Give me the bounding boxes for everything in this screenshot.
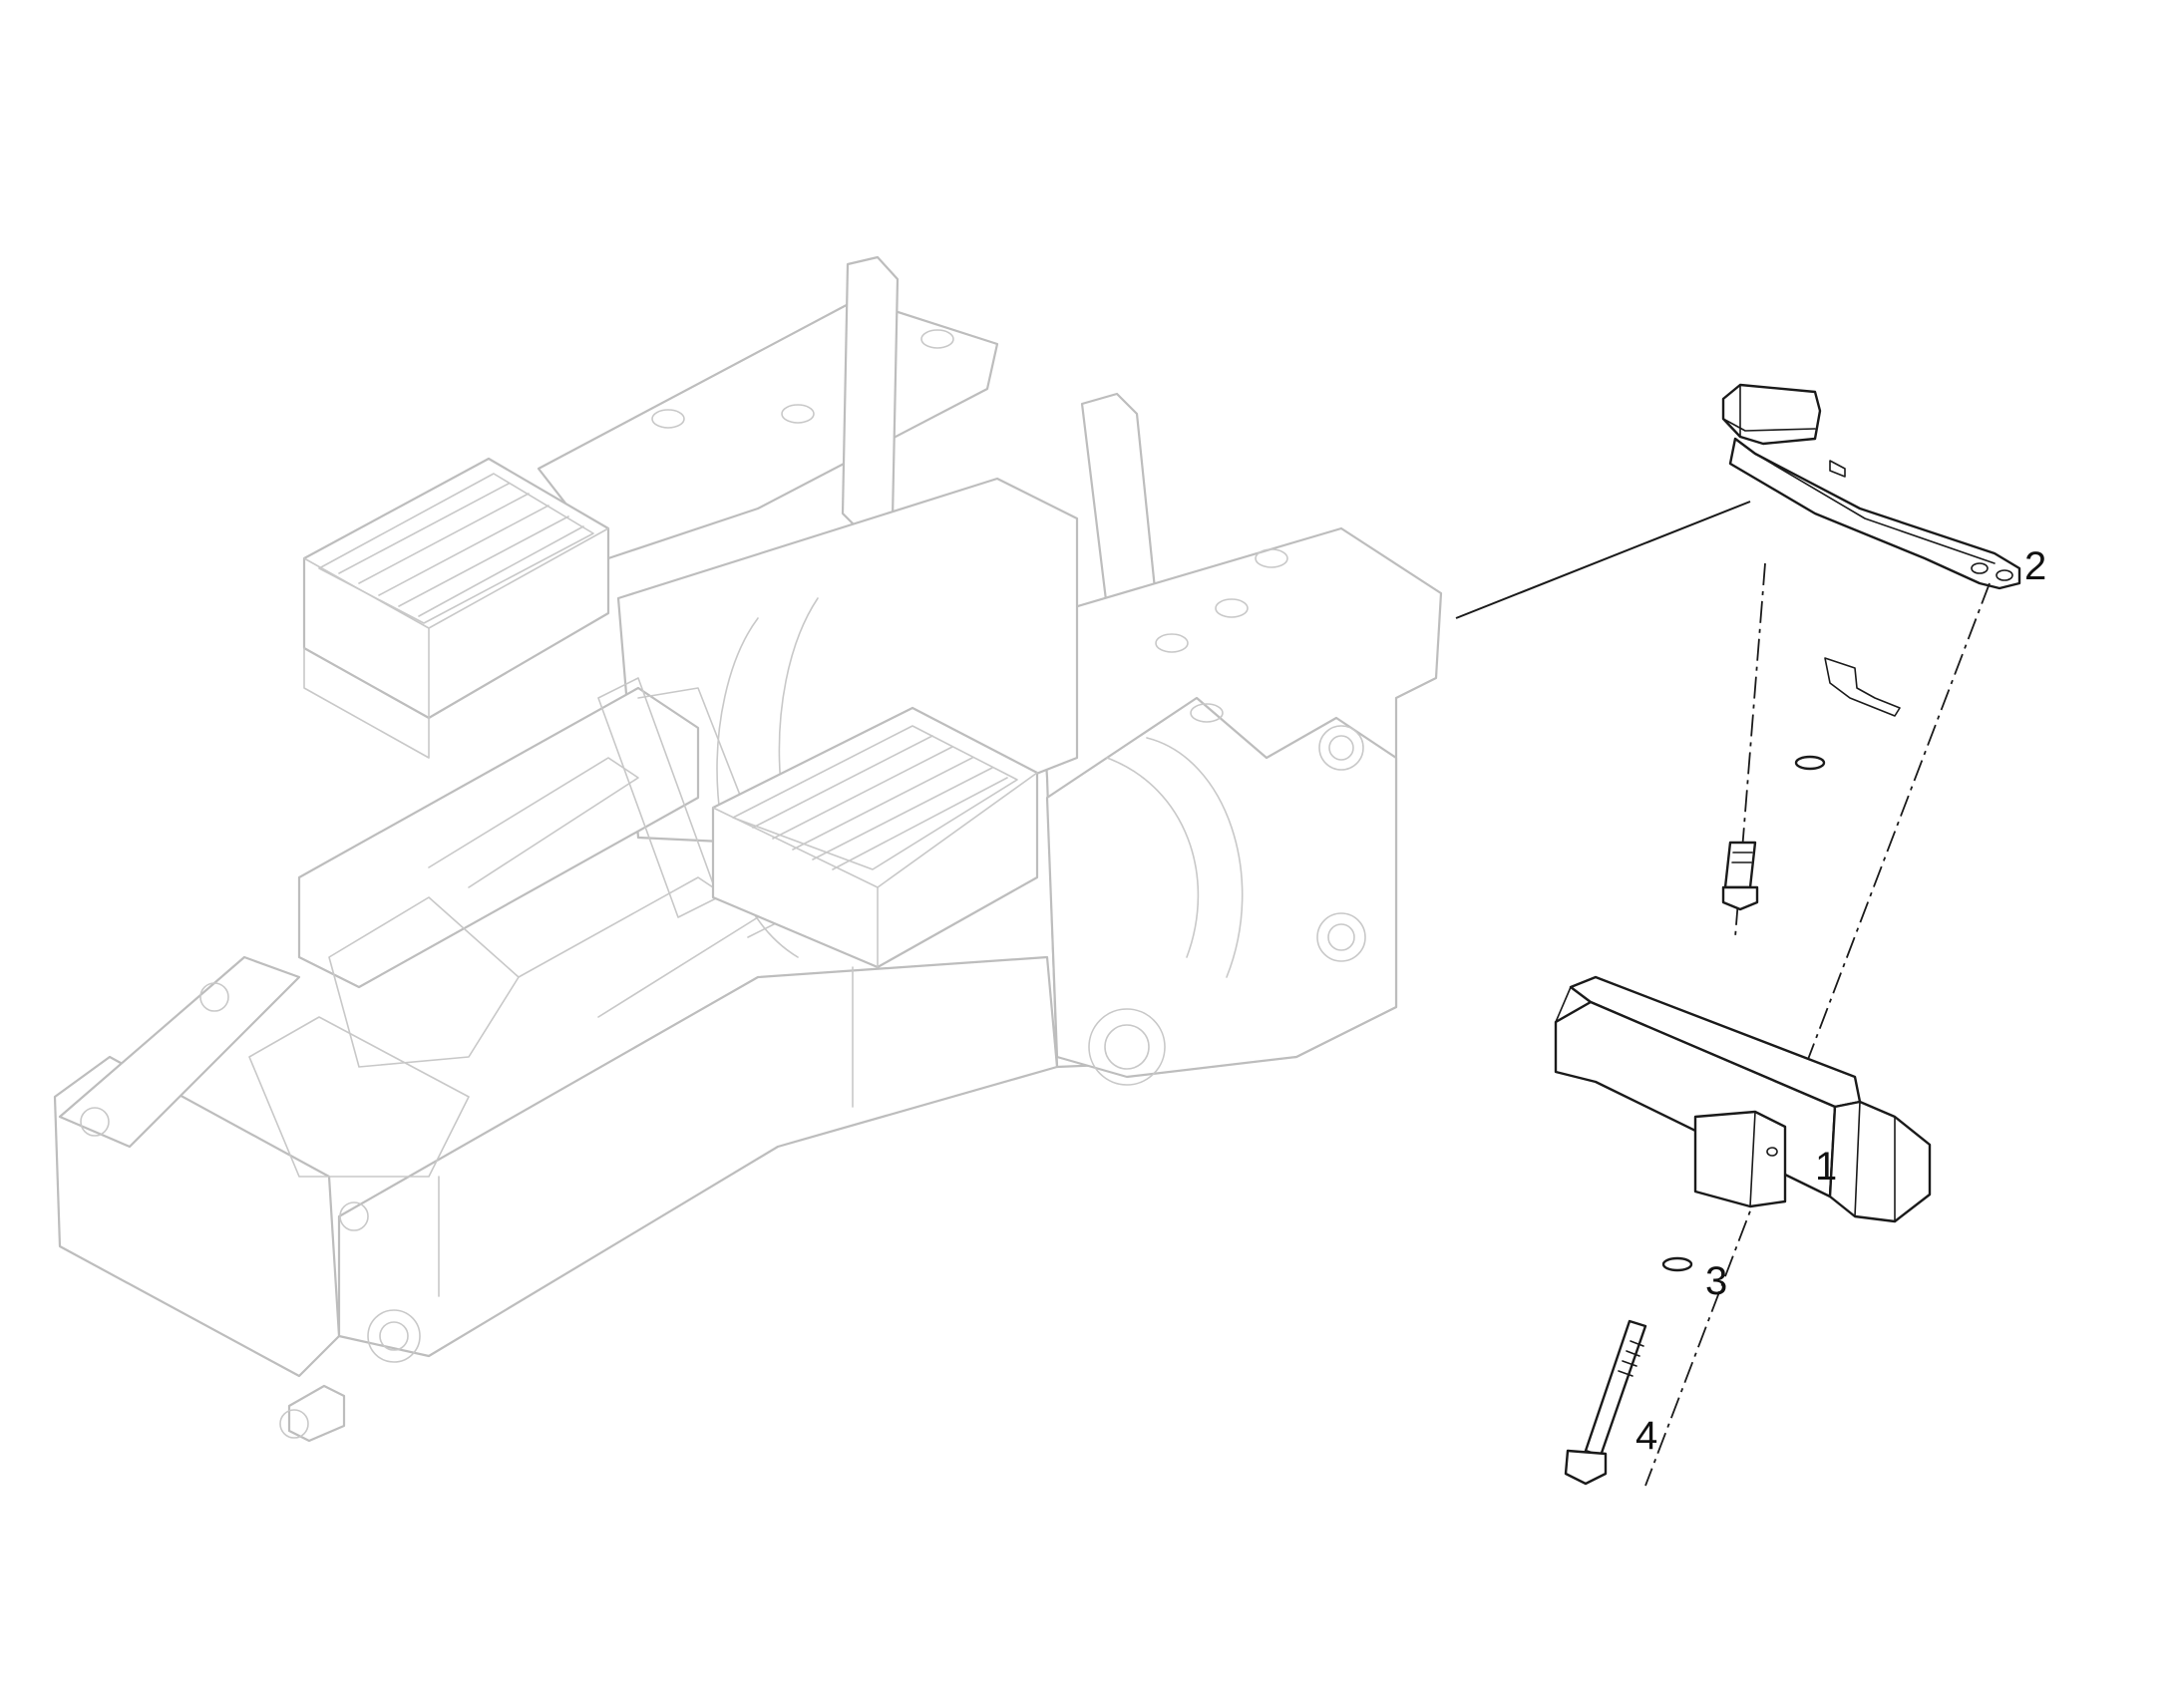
callout-3: 3: [1705, 1259, 1728, 1303]
hardware-clip: [1824, 657, 1901, 717]
centerline-right: [1644, 582, 1991, 1487]
frame-front-end-upper: [58, 955, 301, 1149]
machine-frame-drawing: [53, 255, 1443, 1443]
callout-1: 1: [1815, 1145, 1838, 1189]
frame-left-rail: [297, 686, 700, 989]
part-2-bracket: [1721, 383, 2021, 590]
part-4-long-bolt: [1564, 1319, 1647, 1486]
callout-4: 4: [1635, 1414, 1658, 1458]
frame-lower-rail: [337, 955, 1059, 1358]
frame-rear-tower-left: [841, 255, 900, 540]
frame-right-pivot-plate: [1045, 696, 1398, 1079]
frame-front-cooler: [711, 706, 1039, 969]
part-1-box: [1554, 975, 1932, 1223]
frame-rear-cooler: [302, 457, 610, 759]
hardware-short-bolt: [1721, 841, 1759, 911]
part-3-washer: [1661, 1256, 1693, 1272]
callout-2: 2: [2024, 544, 2047, 588]
leader-line-mount-location: [1455, 501, 1751, 619]
hardware-washer-upper: [1794, 755, 1826, 771]
frame-tow-pin: [287, 1384, 346, 1443]
